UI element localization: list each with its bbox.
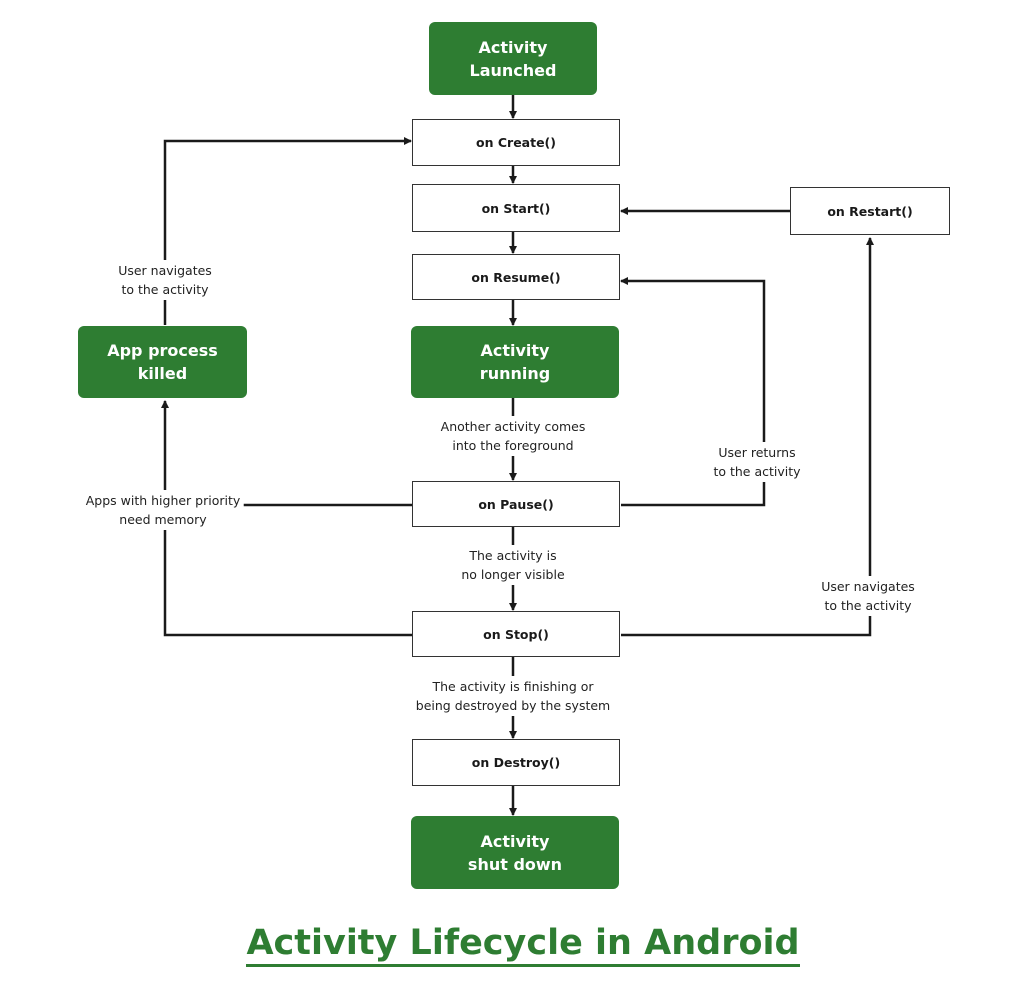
- arrow-stop-to-killed: [161, 400, 412, 637]
- on-start-node: on Start(): [412, 184, 620, 232]
- arrow-pause-to-resume: [620, 277, 766, 507]
- activity-launched-node: Activity Launched: [429, 22, 597, 95]
- on-create-node: on Create(): [412, 119, 620, 166]
- label-higher-priority: Apps with higher priority need memory: [82, 490, 244, 530]
- label-another-activity: Another activity comes into the foregrou…: [437, 416, 589, 456]
- on-restart-node: on Restart(): [790, 187, 950, 235]
- on-pause-node: on Pause(): [412, 481, 620, 527]
- label-finishing: The activity is finishing or being destr…: [412, 676, 614, 716]
- on-destroy-node: on Destroy(): [412, 739, 620, 786]
- activity-shut-down-node: Activity shut down: [411, 816, 619, 889]
- on-resume-node: on Resume(): [412, 254, 620, 300]
- label-no-longer-visible: The activity is no longer visible: [458, 545, 568, 585]
- on-stop-node: on Stop(): [412, 611, 620, 657]
- label-user-returns: User returns to the activity: [710, 442, 804, 482]
- label-user-navigates-right: User navigates to the activity: [818, 576, 918, 616]
- arrow-stop-to-restart: [621, 237, 874, 637]
- activity-running-node: Activity running: [411, 326, 619, 398]
- page-title-text: Activity Lifecycle in Android: [246, 923, 800, 967]
- app-process-killed-node: App process killed: [78, 326, 247, 398]
- label-user-navigates-left: User navigates to the activity: [115, 260, 215, 300]
- page-title: Activity Lifecycle in Android: [0, 920, 1010, 967]
